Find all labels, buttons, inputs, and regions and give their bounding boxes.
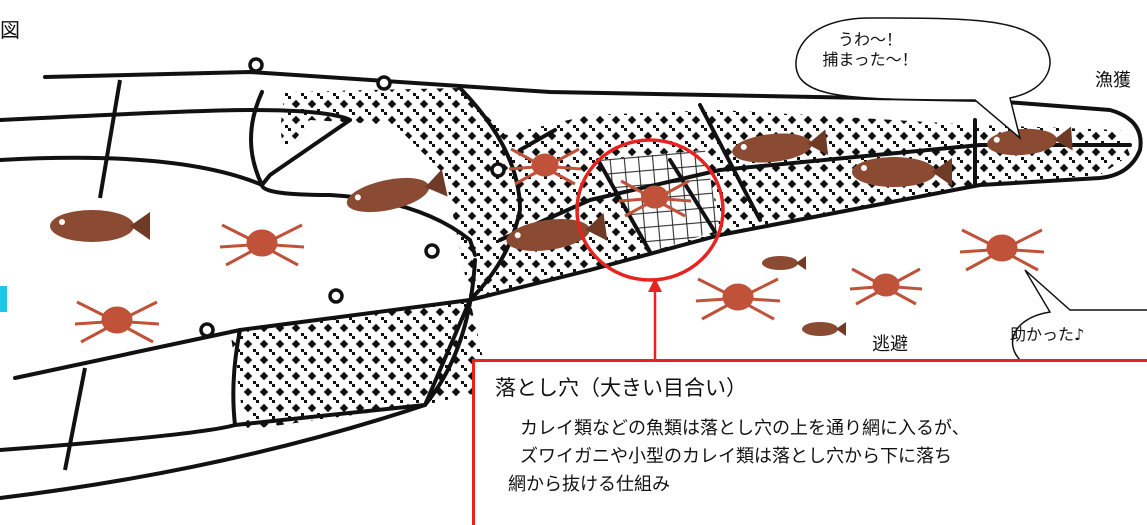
catch-bubble-line2: 捕まった～！ bbox=[822, 50, 918, 69]
callout-text-line: 網から抜ける仕組み bbox=[508, 474, 670, 495]
fish-group bbox=[50, 126, 1073, 336]
catch-bubble-line1: うわ～！ bbox=[837, 30, 902, 49]
catch-label: 漁獲 bbox=[1095, 70, 1131, 91]
fish-icon bbox=[50, 210, 150, 242]
fish-icon bbox=[762, 256, 806, 270]
connector-arrowhead bbox=[648, 278, 662, 292]
crab-icon bbox=[219, 223, 305, 267]
float-icon bbox=[424, 243, 440, 259]
net-floats bbox=[199, 57, 506, 338]
crab-icon bbox=[508, 147, 582, 186]
float-icon bbox=[328, 288, 344, 304]
body-mesh bbox=[440, 110, 1130, 300]
callout-text-line: カレイ類などの魚類は落とし穴の上を通り網に入るが、 bbox=[520, 418, 970, 439]
callout-text-line: ズワイガニや小型のカレイ類は落とし穴から下に落ち bbox=[520, 446, 952, 467]
figure-label: 図 bbox=[0, 18, 20, 42]
fish-icon bbox=[506, 213, 608, 251]
fish-icon bbox=[732, 129, 829, 163]
fish-icon bbox=[346, 169, 448, 213]
float-icon bbox=[490, 162, 506, 178]
lower-wing-mesh bbox=[230, 300, 490, 430]
escape-hole-callout: 落とし穴（大きい目合い） カレイ類などの魚類は落とし穴の上を通り網に入るが、 ズ… bbox=[472, 359, 1147, 525]
crab-group bbox=[74, 147, 1045, 344]
speech-bubble-catch bbox=[795, 17, 1051, 141]
float-icon bbox=[376, 75, 392, 91]
float-icon bbox=[199, 322, 215, 338]
crab-icon bbox=[74, 300, 160, 344]
float-icon bbox=[248, 57, 264, 73]
crab-icon bbox=[618, 179, 692, 218]
fish-icon bbox=[852, 157, 952, 187]
escape-hole-highlight bbox=[575, 138, 725, 282]
frame-struts bbox=[63, 79, 122, 471]
escape-label: 逃避 bbox=[872, 334, 908, 355]
fish-icon bbox=[802, 322, 846, 336]
crab-icon bbox=[959, 228, 1045, 272]
fish-icon bbox=[987, 126, 1073, 156]
escape-bubble-text: 助かった♪ bbox=[1010, 325, 1085, 344]
catch-bubble-text: うわ～！ 捕まった～！ bbox=[800, 30, 940, 70]
callout-title: 落とし穴（大きい目合い） bbox=[495, 376, 747, 400]
accent-marker bbox=[0, 286, 7, 312]
crab-icon bbox=[695, 277, 781, 321]
crab-icon bbox=[849, 267, 923, 306]
